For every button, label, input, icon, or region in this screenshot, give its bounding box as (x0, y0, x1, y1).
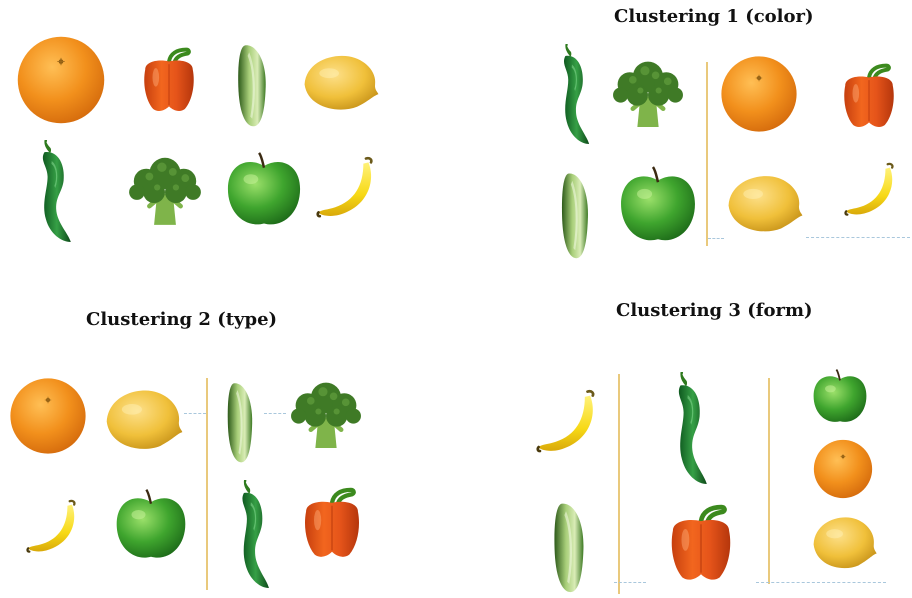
cluster-boundary-dashed (806, 237, 910, 238)
broccoli-icon (610, 54, 686, 130)
clustering-type-title: Clustering 2 (type) (86, 309, 277, 330)
banana-icon (844, 154, 900, 226)
clustering-color-panel (550, 30, 912, 270)
chili-icon (34, 140, 74, 242)
cluster-boundary-dashed (184, 413, 206, 414)
broccoli-icon (126, 150, 204, 228)
cluster-separator (206, 378, 208, 590)
cucumber-icon (550, 500, 588, 594)
banana-icon (536, 380, 602, 464)
clustering-form-title: Clustering 3 (form) (616, 300, 813, 321)
apple-icon (802, 366, 878, 426)
clustering-type-panel (0, 360, 400, 598)
lemon-icon (100, 382, 184, 458)
cluster-boundary-dashed (756, 582, 886, 583)
banana-icon (316, 152, 380, 224)
banana-icon (26, 490, 82, 564)
cluster-separator (768, 378, 770, 584)
pepper-icon (136, 40, 202, 120)
orange-icon (718, 54, 800, 134)
cucumber-icon (234, 42, 270, 128)
orange-icon (808, 438, 878, 500)
apple-icon (222, 148, 306, 230)
cluster-separator (618, 374, 620, 594)
orange-icon (14, 34, 108, 126)
chili-icon (556, 44, 592, 144)
pepper-icon (296, 478, 368, 568)
chili-icon (670, 372, 710, 484)
clustering-form-panel (530, 360, 912, 598)
cucumber-icon (224, 380, 256, 464)
orange-icon (8, 376, 88, 456)
broccoli-icon (288, 372, 364, 454)
apple-icon (616, 162, 700, 246)
clustering-color-title: Clustering 1 (color) (614, 6, 814, 27)
cluster-boundary-dashed (614, 582, 646, 583)
original-items-panel (0, 0, 400, 260)
cluster-boundary-dashed (264, 413, 286, 414)
lemon-icon (808, 510, 878, 576)
chili-icon (234, 480, 272, 588)
pepper-icon (836, 56, 902, 136)
apple-icon (112, 484, 190, 564)
pepper-icon (662, 494, 740, 592)
cucumber-icon (558, 170, 592, 260)
lemon-icon (298, 48, 380, 118)
cluster-separator (706, 62, 708, 246)
lemon-icon (722, 168, 804, 240)
